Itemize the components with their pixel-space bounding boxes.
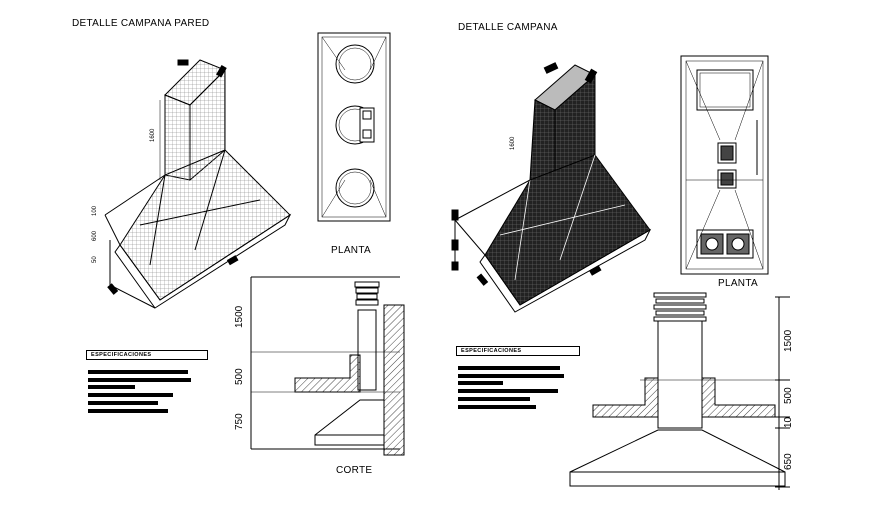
spec-header-right: ESPECIFICACIONES [456,346,580,356]
section-view-left [250,276,405,456]
iso-hood-left [104,59,292,309]
spec-line [458,389,558,393]
spec-line [88,409,168,413]
label-planta-left: PLANTA [331,245,371,256]
spec-header-left: ESPECIFICACIONES [86,350,208,360]
spec-line [458,366,560,370]
spec-line [88,370,188,374]
iso-hood-right [451,62,652,313]
plan-view-left [317,32,391,222]
spec-line [458,381,503,385]
title-detalle-campana-pared: DETALLE CAMPANA PARED [72,18,210,29]
spec-line [458,397,530,401]
spec-line [88,378,191,382]
plan-view-right [680,55,769,275]
spec-line [458,405,536,409]
section-view-right [569,292,790,490]
spec-line [88,393,173,397]
spec-line [88,385,135,389]
spec-line [88,401,158,405]
label-planta-right: PLANTA [718,278,758,289]
spec-line [458,374,564,378]
label-corte: CORTE [336,465,373,476]
title-detalle-campana: DETALLE CAMPANA [458,22,558,33]
